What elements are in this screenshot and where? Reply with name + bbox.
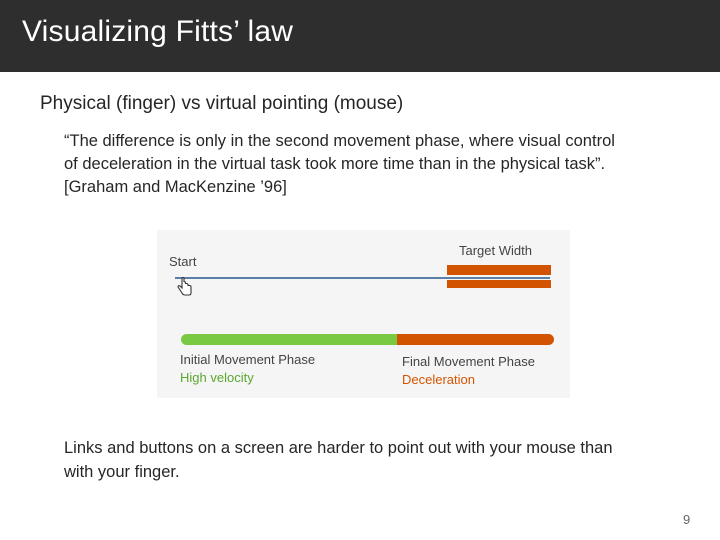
target-width-label: Target Width — [459, 243, 532, 258]
quote-line: “The difference is only in the second mo… — [64, 132, 615, 150]
fitts-law-figure: Start Target Width Initial Movement Phas… — [157, 230, 570, 398]
title-bar: Visualizing Fitts’ law — [0, 0, 720, 72]
target-width-block — [447, 280, 551, 288]
pointing-line — [175, 277, 550, 279]
quote-citation: [Graham and MacKenzine ’96] — [64, 178, 287, 196]
initial-phase-bar — [181, 334, 405, 345]
quote-line: of deceleration in the virtual task took… — [64, 155, 606, 173]
final-phase-label: Final Movement Phase — [402, 354, 535, 369]
initial-phase-sub: High velocity — [180, 370, 254, 385]
final-phase-bar — [397, 334, 554, 345]
bullet2-line: with your finger. — [64, 463, 180, 481]
bullet-physical-vs-virtual: Physical (finger) vs virtual pointing (m… — [40, 93, 404, 114]
start-label: Start — [169, 254, 197, 269]
hand-cursor-icon — [176, 276, 194, 297]
page-number: 9 — [683, 512, 691, 527]
initial-phase-label: Initial Movement Phase — [180, 352, 316, 367]
bullet2-line: Links and buttons on a screen are harder… — [64, 439, 613, 457]
bullet-links-buttons: Links and buttons on a screen are harder… — [64, 436, 694, 484]
target-width-block — [447, 265, 551, 275]
slide-title: Visualizing Fitts’ law — [22, 15, 294, 48]
final-phase-sub: Deceleration — [402, 372, 475, 387]
quote-block: “The difference is only in the second mo… — [64, 130, 694, 199]
